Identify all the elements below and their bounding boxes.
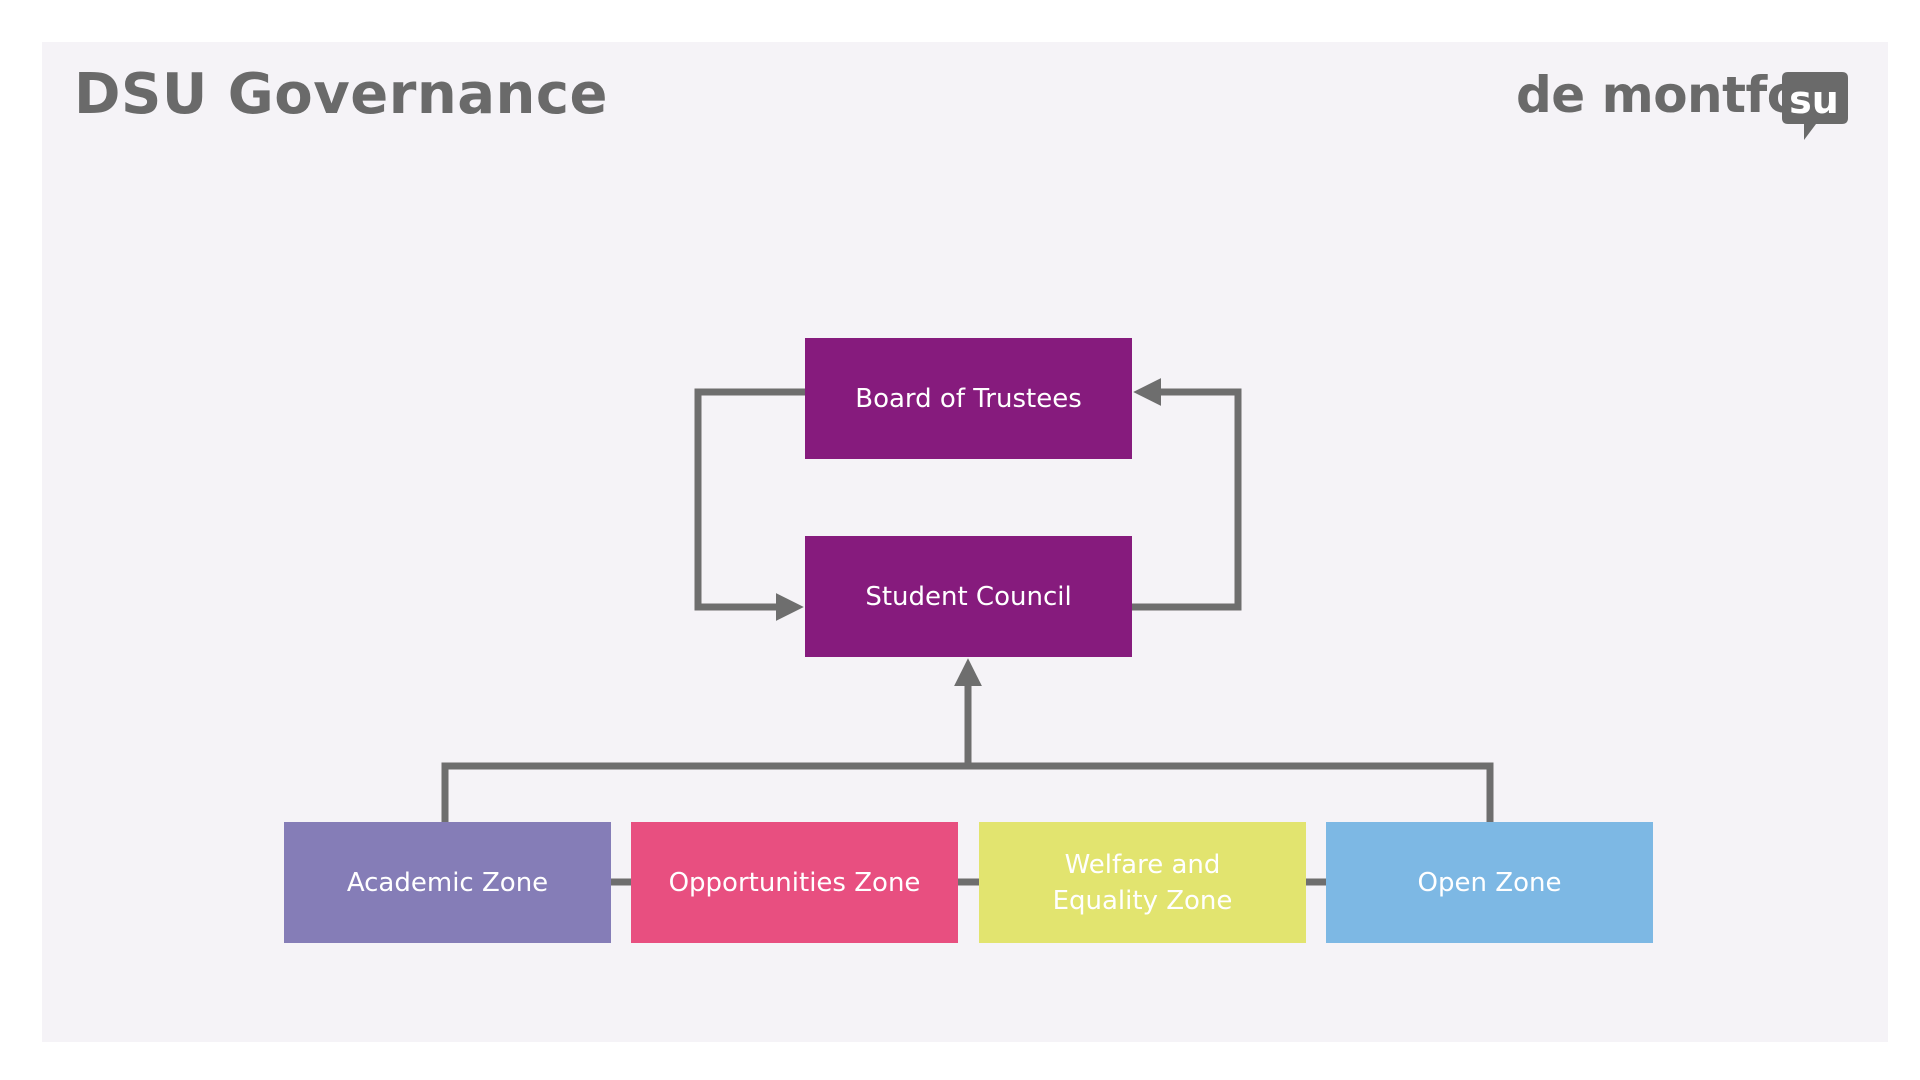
logo-badge-label: su: [1789, 78, 1839, 122]
board-to-council-arrow: [694, 388, 805, 621]
de-montfort-su-logo: de montfort su: [1516, 66, 1849, 146]
opportunities-zone-box: Opportunities Zone: [631, 822, 958, 943]
page-title: DSU Governance: [74, 62, 609, 127]
council-to-board-arrow: [1132, 378, 1242, 611]
academic-zone-box: Academic Zone: [284, 822, 611, 943]
logo-speech-bubble-icon: su: [1782, 72, 1848, 146]
student-council-box: Student Council: [805, 536, 1132, 657]
open-zone-box: Open Zone: [1326, 822, 1653, 943]
welfare-and-equality-zone-box: Welfare and Equality Zone: [979, 822, 1306, 943]
speech-bubble-shape: [1782, 72, 1848, 140]
board-of-trustees-box: Board of Trustees: [805, 338, 1132, 459]
zones-bus-line: [441, 762, 1494, 822]
